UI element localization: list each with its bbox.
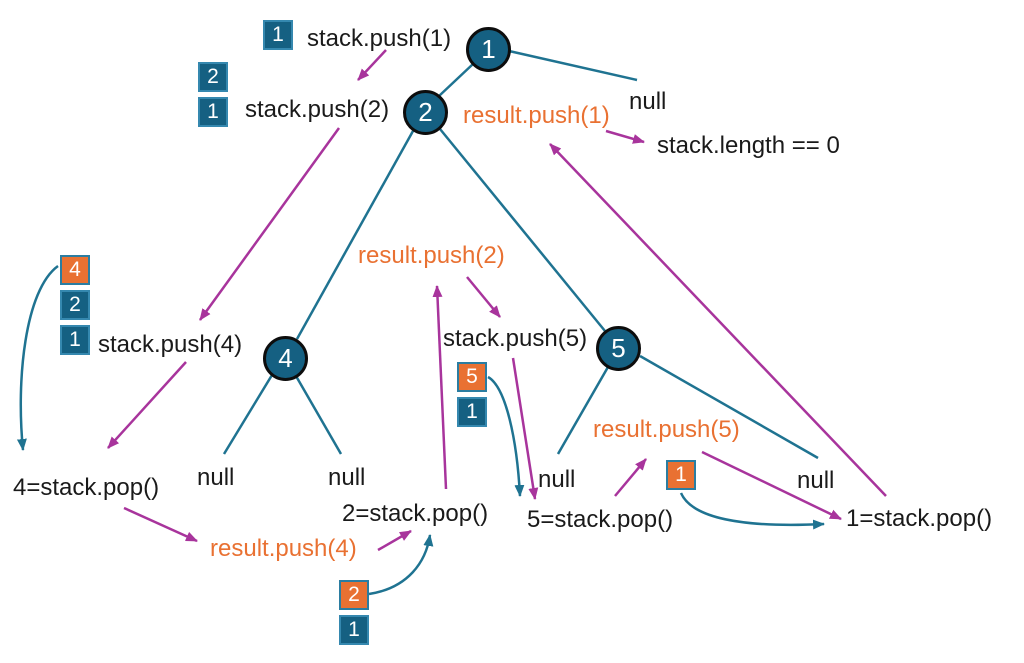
stack-cell: 1: [339, 615, 369, 645]
label-result-push-5: result.push(5): [593, 416, 740, 443]
label-stack-length-zero: stack.length == 0: [657, 132, 840, 159]
stack-popped-1: 1: [666, 460, 696, 490]
tree-node-4: 4: [263, 336, 308, 381]
stack-cell: 1: [198, 97, 228, 127]
label-null-4-left: null: [197, 464, 235, 491]
label-null-5-right: null: [797, 467, 835, 494]
label-stack-push-1: stack.push(1): [307, 25, 452, 52]
label-result-push-4: result.push(4): [210, 535, 357, 562]
edge-node4-null-right: [294, 375, 343, 455]
label-stack-push-5: stack.push(5): [443, 325, 588, 352]
arrow-pop1-to-resultpush1: [549, 143, 887, 497]
edge-node2-node4: [295, 130, 415, 340]
label-result-push-1: result.push(1): [463, 102, 610, 129]
edge-node5-null-right: [639, 354, 819, 460]
stack-after-push5: 5 1: [457, 362, 487, 427]
arrow-push4-to-pop4: [107, 361, 187, 449]
label-pop-5: 5=stack.pop(): [527, 506, 674, 533]
label-pop-2: 2=stack.pop(): [342, 500, 489, 527]
arrow-stack5-to-pop5: [487, 375, 525, 497]
stack-cell-top: 4: [60, 255, 90, 285]
label-result-push-2: result.push(2): [358, 242, 505, 269]
label-null-root-right: null: [629, 88, 667, 115]
stack-cell-top: 5: [457, 362, 487, 392]
arrow-push2-to-push4: [198, 127, 341, 321]
label-stack-push-2: stack.push(2): [245, 96, 390, 123]
label-null-5-left: null: [538, 466, 576, 493]
stack-cell: 1: [263, 20, 293, 50]
arrow-resultpush4-to-pop2: [377, 529, 412, 552]
edge-node2-node5: [439, 128, 606, 332]
arrow-stack2-to-pop2: [368, 534, 434, 596]
edge-node1-node2: [438, 63, 474, 97]
stack-after-push4: 4 2 1: [60, 255, 90, 355]
stack-cell: 2: [198, 62, 228, 92]
stack-popped-2: 2 1: [339, 580, 369, 645]
tree-node-2: 2: [403, 90, 448, 135]
arrow-push5-to-pop5: [511, 357, 539, 500]
label-null-4-right: null: [328, 464, 366, 491]
arrow-resultpush5-to-pop1: [701, 450, 842, 521]
tree-node-5: 5: [596, 326, 641, 371]
arrow-stack1-to-pop1: [679, 492, 825, 530]
label-pop-1: 1=stack.pop(): [846, 505, 993, 532]
edge-node4-null-left: [222, 374, 274, 455]
edge-node1-null: [508, 49, 638, 82]
label-pop-4: 4=stack.pop(): [13, 474, 160, 501]
arrow-pop4-to-resultpush4: [123, 506, 198, 543]
stack-cell-top: 1: [666, 460, 696, 490]
arrow-pop2-to-resultpush2: [432, 285, 448, 490]
stack-cell: 1: [457, 397, 487, 427]
arrow-push1-to-push2: [357, 49, 387, 81]
label-stack-push-4: stack.push(4): [98, 331, 243, 358]
arrow-resultpush2-to-push5: [466, 276, 501, 318]
arrow-pop5-to-resultpush5: [614, 458, 647, 497]
stack-cell: 1: [60, 325, 90, 355]
arrow-stack4-to-pop4: [16, 264, 59, 451]
edge-node5-null-left: [556, 366, 610, 455]
stack-after-push2: 2 1: [198, 62, 228, 127]
stack-cell-top: 2: [339, 580, 369, 610]
tree-node-1: 1: [466, 27, 511, 72]
arrow-resultpush1-to-stacklength: [605, 129, 645, 144]
stack-cell: 2: [60, 290, 90, 320]
stack-after-push1: 1: [263, 20, 293, 50]
